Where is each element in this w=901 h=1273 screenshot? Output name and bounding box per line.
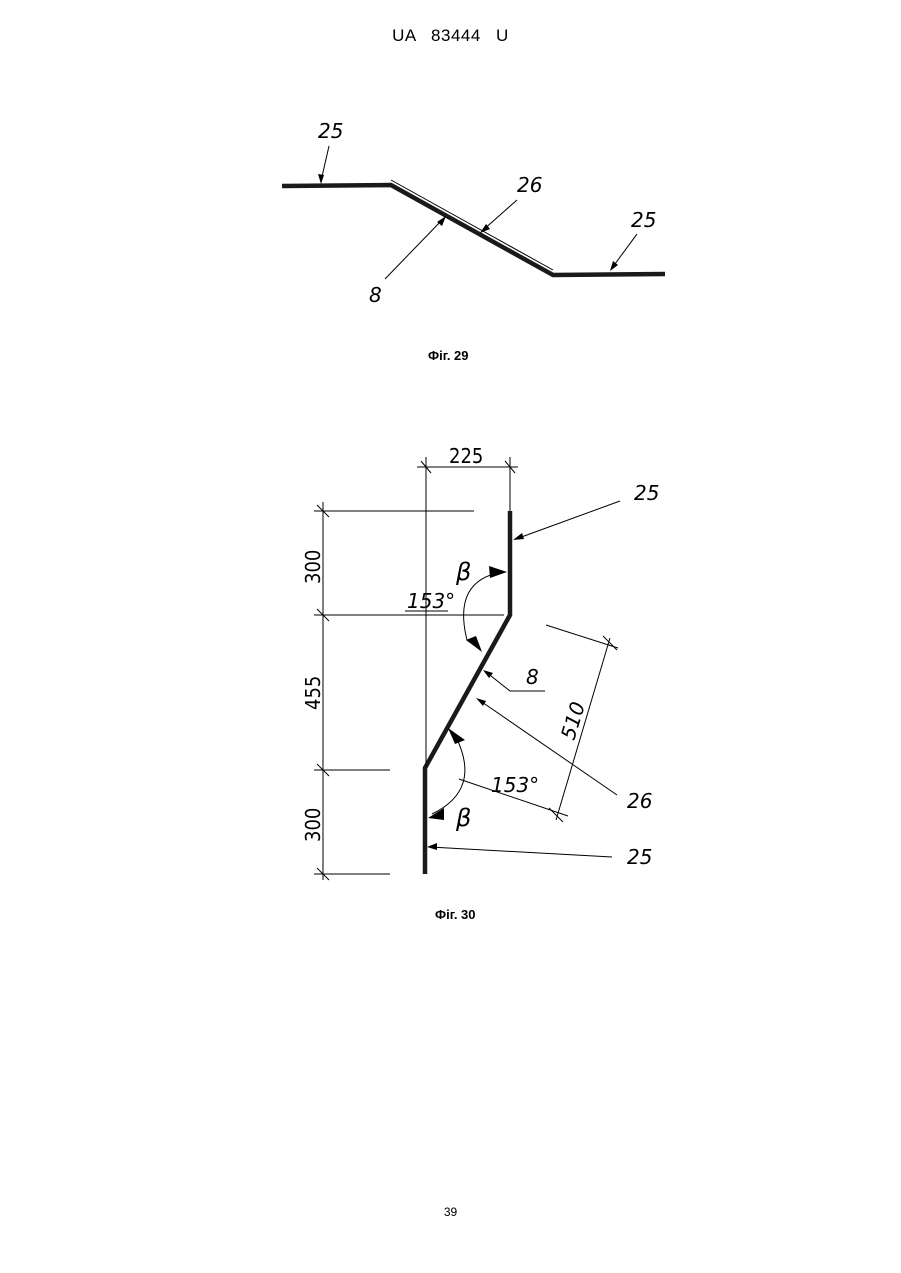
fig30-arrow-26: [476, 698, 486, 706]
fig30-dim-300-top: 300: [301, 550, 325, 584]
fig29-arrow-25-right: [610, 261, 618, 271]
fig29-profile: [282, 185, 665, 275]
fig29-label-25-left: 25: [318, 119, 343, 143]
fig30-angle-arrow-bottom-1: [448, 728, 465, 744]
fig30-beta-top: β: [455, 558, 471, 586]
fig30-angle-arrow-bottom-2: [428, 808, 444, 820]
fig30-label-26: 26: [627, 789, 652, 813]
fig29-leader-8: [385, 219, 443, 279]
fig30-dim-225: 225: [449, 444, 483, 468]
fig29-label-8: 8: [369, 283, 382, 307]
page-number: 39: [0, 1205, 901, 1219]
fig30-dim-510: 510: [556, 699, 590, 743]
fig30-angle-arrow-top-2: [466, 636, 482, 652]
fig30-label-25-bottom: 25: [627, 845, 652, 869]
figure-29-drawing: 25 26 25 8: [282, 119, 665, 307]
fig30-ext-510-top: [546, 625, 618, 648]
fig30-angle-153-bottom: 153°: [491, 773, 539, 797]
fig29-leader-25-right: [612, 234, 637, 268]
fig30-angle-153-top: 153°: [407, 589, 455, 613]
fig30-leader-25-bottom: [430, 847, 612, 857]
fig30-dim-300-bottom: 300: [301, 808, 325, 842]
fig30-arrow-25-top: [513, 533, 524, 540]
fig30-label-8: 8: [526, 665, 539, 689]
fig30-arrow-25-bottom: [427, 843, 437, 850]
fig30-beta-bottom: β: [455, 804, 471, 832]
figure-30-drawing: 225 300 455 300 510 153° β: [301, 444, 659, 880]
fig30-dim-455: 455: [301, 676, 325, 710]
fig30-angle-arrow-top-1: [489, 566, 507, 578]
fig30-label-25-top: 25: [634, 481, 659, 505]
fig30-leader-25-top: [516, 501, 620, 539]
figure-29-caption: Фіг. 29: [428, 348, 469, 363]
fig29-arrow-25-left: [318, 174, 324, 184]
fig29-label-25-right: 25: [631, 208, 656, 232]
fig29-label-26: 26: [517, 173, 542, 197]
figure-30-caption: Фіг. 30: [435, 907, 476, 922]
